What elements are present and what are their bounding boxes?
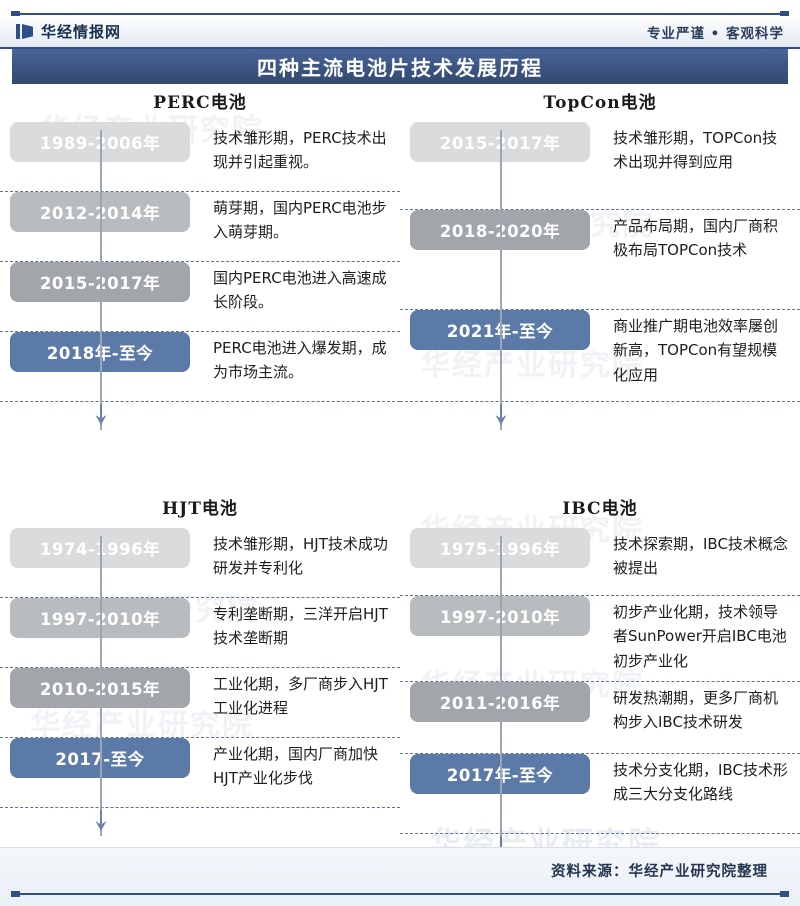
timeline-spine <box>100 130 102 430</box>
period-description: 技术雏形期，HJT技术成功研发并专利化 <box>213 535 388 578</box>
period-pill-wrap: 2018年-至今 <box>0 332 195 372</box>
brand-name: 华经情报网 <box>41 23 122 41</box>
timeline-spine <box>100 536 102 836</box>
period-description: PERC电池进入爆发期，成为市场主流。 <box>213 339 387 382</box>
timeline-spine <box>500 130 502 430</box>
timeline-row[interactable]: 1974-1996年 技术雏形期，HJT技术成功研发并专利化 <box>0 528 400 598</box>
period-description: 专利垄断期，三洋开启HJT技术垄断期 <box>213 605 388 648</box>
period-pill-wrap: 2021年-至今 <box>400 310 595 350</box>
timeline-rows-ibc: 1975-1996年 技术探索期，IBC技术概念被提出 1997-2010年 初… <box>400 528 800 880</box>
timeline-row[interactable]: 2018年-至今 PERC电池进入爆发期，成为市场主流。 <box>0 332 400 402</box>
period-description: 商业推广期电池效率屡创新高，TOPCon有望规模化应用 <box>613 317 779 384</box>
section-title-perc: PERC电池 <box>153 93 247 113</box>
period-pill-wrap: 1975-1996年 <box>400 528 595 568</box>
timeline-rows-perc: 1989-2006年 技术雏形期，PERC技术出现并引起重视。 2012-201… <box>0 122 400 448</box>
period-pill-wrap: 1997-2010年 <box>0 598 195 638</box>
period-pill-wrap: 2015-2017年 <box>400 122 595 162</box>
period-description: 产业化期，国内厂商加快HJT产业化步伐 <box>213 745 379 788</box>
timeline-row[interactable]: 2012-2014年 萌芽期，国内PERC电池步入萌芽期。 <box>0 192 400 262</box>
period-pill-wrap: 2010-2015年 <box>0 668 195 708</box>
section-title-ibc: IBC电池 <box>562 499 638 519</box>
period-description: 研发热潮期，更多厂商机构步入IBC技术研发 <box>613 689 779 732</box>
timeline-spine <box>500 536 502 862</box>
bottom-divider-rule <box>11 891 789 897</box>
period-description: 技术探索期，IBC技术概念被提出 <box>613 535 788 578</box>
timeline-row[interactable]: 2011-2016年 研发热潮期，更多厂商机构步入IBC技术研发 <box>400 682 800 754</box>
top-divider-rule <box>11 11 789 17</box>
timeline-row[interactable]: 2017-至今 产业化期，国内厂商加快HJT产业化步伐 <box>0 738 400 808</box>
timeline-rows-hjt: 1974-1996年 技术雏形期，HJT技术成功研发并专利化 1997-2010… <box>0 528 400 854</box>
timeline-tail <box>0 402 400 448</box>
period-pill-wrap: 2012-2014年 <box>0 192 195 232</box>
timeline-row[interactable]: 2017年-至今 技术分支化期，IBC技术形成三大分支化路线 <box>400 754 800 834</box>
timeline-row[interactable]: 2021年-至今 商业推广期电池效率屡创新高，TOPCon有望规模化应用 <box>400 310 800 402</box>
period-description: 技术分支化期，IBC技术形成三大分支化路线 <box>613 761 788 804</box>
period-description: 萌芽期，国内PERC电池步入萌芽期。 <box>213 199 387 242</box>
page-title-band: 四种主流电池片技术发展历程 <box>12 49 788 84</box>
period-pill-wrap: 1997-2010年 <box>400 596 595 636</box>
period-description: 国内PERC电池进入高速成长阶段。 <box>213 269 387 312</box>
period-description: 工业化期，多厂商步入HJT工业化进程 <box>213 675 388 718</box>
footer-bar: 资料来源：华经产业研究院整理 <box>0 847 800 906</box>
timeline-rows-topcon: 2015-2017年 技术雏形期，TOPCon技术出现并得到应用 2018-20… <box>400 122 800 448</box>
period-pill-wrap: 2011-2016年 <box>400 682 595 722</box>
timeline-tail <box>400 402 800 448</box>
timeline-row[interactable]: 2018-2020年 产品布局期，国内厂商积极布局TOPCon技术 <box>400 210 800 310</box>
section-perc: PERC电池 1989-2006年 技术雏形期，PERC技术出现并引起重视。 2… <box>0 88 400 448</box>
timeline-row[interactable]: 1989-2006年 技术雏形期，PERC技术出现并引起重视。 <box>0 122 400 192</box>
timeline-row[interactable]: 1975-1996年 技术探索期，IBC技术概念被提出 <box>400 528 800 596</box>
huajing-logo-icon <box>16 24 33 39</box>
timeline-tail <box>0 808 400 854</box>
period-pill-wrap: 2017-至今 <box>0 738 195 778</box>
section-title-topcon: TopCon电池 <box>543 93 657 113</box>
period-pill-wrap: 1974-1996年 <box>0 528 195 568</box>
timeline-row[interactable]: 1997-2010年 初步产业化期，技术领导者SunPower开启IBC电池初步… <box>400 596 800 682</box>
down-arrow-icon <box>495 404 507 425</box>
timeline-row[interactable]: 2015-2017年 国内PERC电池进入高速成长阶段。 <box>0 262 400 332</box>
period-description: 初步产业化期，技术领导者SunPower开启IBC电池初步产业化 <box>613 603 787 670</box>
brand-logo: 华经情报网 <box>16 21 121 42</box>
section-ibc: IBC电池 1975-1996年 技术探索期，IBC技术概念被提出 1997-2… <box>400 494 800 880</box>
source-note: 资料来源：华经产业研究院整理 <box>551 864 768 880</box>
section-hjt: HJT电池 1974-1996年 技术雏形期，HJT技术成功研发并专利化 199… <box>0 494 400 854</box>
timeline-row[interactable]: 2015-2017年 技术雏形期，TOPCon技术出现并得到应用 <box>400 122 800 210</box>
brand-slogan: 专业严谨 • 客观科学 <box>646 25 784 42</box>
section-topcon: TopCon电池 2015-2017年 技术雏形期，TOPCon技术出现并得到应… <box>400 88 800 448</box>
down-arrow-icon <box>95 404 107 425</box>
page-title: 四种主流电池片技术发展历程 <box>257 56 543 80</box>
down-arrow-icon <box>95 810 107 831</box>
period-pill-wrap: 2018-2020年 <box>400 210 595 250</box>
brand-header-bar: 华经情报网 专业严谨 • 客观科学 <box>0 16 800 49</box>
period-description: 技术雏形期，TOPCon技术出现并得到应用 <box>613 129 778 172</box>
section-title-hjt: HJT电池 <box>162 499 238 519</box>
timeline-grid: PERC电池 1989-2006年 技术雏形期，PERC技术出现并引起重视。 2… <box>0 88 800 862</box>
period-pill-wrap: 2017年-至今 <box>400 754 595 794</box>
timeline-row[interactable]: 1997-2010年 专利垄断期，三洋开启HJT技术垄断期 <box>0 598 400 668</box>
period-pill-wrap: 2015-2017年 <box>0 262 195 302</box>
period-description: 技术雏形期，PERC技术出现并引起重视。 <box>213 129 387 172</box>
period-description: 产品布局期，国内厂商积极布局TOPCon技术 <box>613 217 779 260</box>
period-pill-wrap: 1989-2006年 <box>0 122 195 162</box>
timeline-row[interactable]: 2010-2015年 工业化期，多厂商步入HJT工业化进程 <box>0 668 400 738</box>
